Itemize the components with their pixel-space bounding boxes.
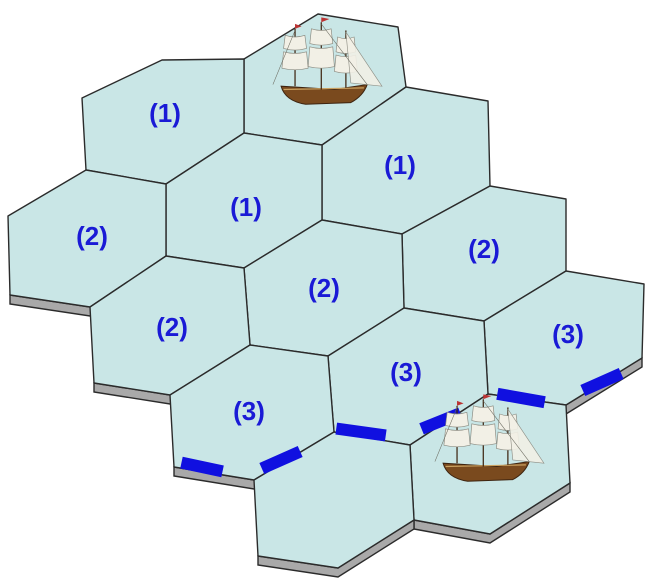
hex-tile[interactable]: (2) [89, 255, 251, 405]
barrier-marker [259, 445, 303, 475]
barrier-marker [180, 456, 224, 478]
barrier-marker [335, 422, 387, 442]
barrier-marker [496, 387, 546, 409]
hex-label: (3) [552, 319, 584, 349]
hex-label: (2) [468, 234, 500, 264]
barrier-markers [180, 367, 624, 478]
hex-label: (1) [230, 192, 262, 222]
hex-label: (1) [149, 98, 181, 128]
hex-tile[interactable]: (2) [7, 169, 167, 317]
hex-tile[interactable] [253, 431, 415, 578]
hex-label: (3) [233, 396, 265, 426]
hex-label: (1) [384, 150, 416, 180]
barrier-marker [580, 367, 624, 397]
hex-label: (3) [390, 357, 422, 387]
hex-tiles: (1) (1) (1) (2) (2) (2) (2) (3) (3) (3) [7, 13, 645, 578]
hex-face [253, 431, 415, 569]
hex-tile[interactable]: (3) [327, 307, 489, 446]
hex-tile[interactable]: (1) [321, 86, 491, 235]
hex-label: (2) [76, 221, 108, 251]
hex-label: (2) [308, 273, 340, 303]
hex-label: (2) [156, 312, 188, 342]
